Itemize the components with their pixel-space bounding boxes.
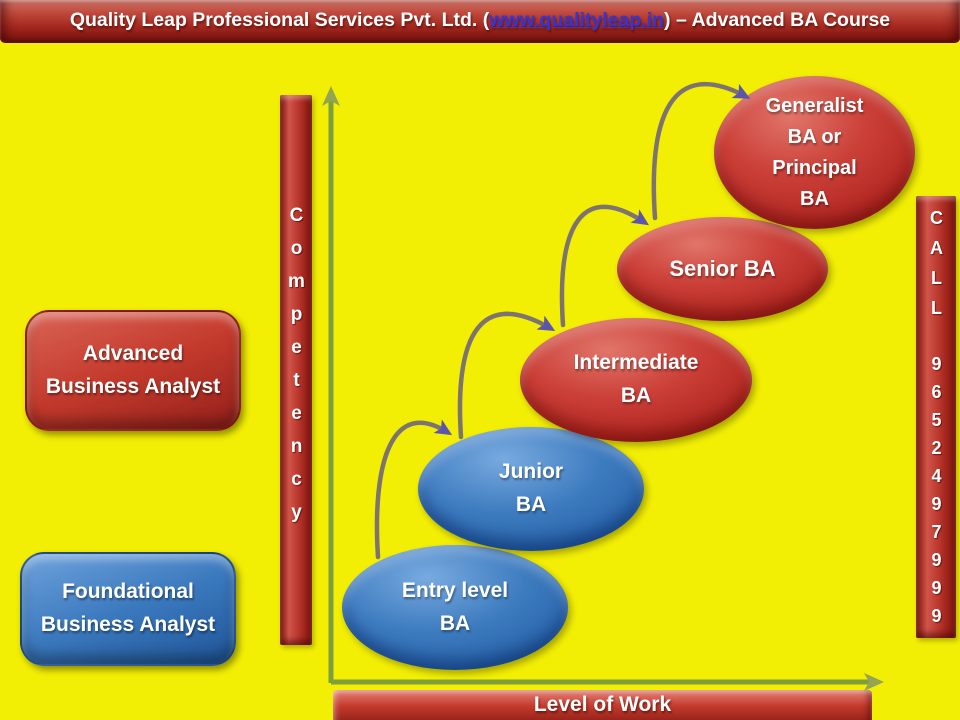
level-junior-ba: Junior BA xyxy=(418,427,644,551)
call-banner: CALL 9652497999 xyxy=(916,196,956,638)
advanced-ba-label: Advanced Business Analyst xyxy=(45,341,221,398)
website-link[interactable]: www.qualityleap.in xyxy=(489,8,665,31)
header-bar: Quality Leap Professional Services Pvt. … xyxy=(0,0,960,43)
competency-bar: Competency xyxy=(280,95,312,645)
level-junior-ba-label: Junior BA xyxy=(498,460,564,516)
level-entry-ba-label: Entry level BA xyxy=(401,578,509,635)
call-phone-number: 9652497999 xyxy=(926,354,947,634)
foundational-ba-label: Foundational Business Analyst xyxy=(40,580,216,636)
level-of-work-bar: Level of Work xyxy=(333,690,872,720)
header-title-suffix: ) – Advanced BA Course xyxy=(664,8,891,31)
level-intermediate-ba: Intermediate BA xyxy=(520,318,752,442)
level-intermediate-ba-label: Intermediate BA xyxy=(573,351,699,407)
level-entry-ba: Entry level BA xyxy=(342,545,568,670)
level-generalist-ba-label: Generalist BA or Principal BA xyxy=(765,94,864,210)
level-generalist-ba: Generalist BA or Principal BA xyxy=(714,76,915,229)
y-axis-label: Competency xyxy=(286,205,307,535)
level-senior-ba: Senior BA xyxy=(617,217,828,321)
call-word: CALL xyxy=(926,208,947,328)
header-title-prefix: Quality Leap Professional Services Pvt. … xyxy=(69,8,490,31)
foundational-ba-box: Foundational Business Analyst xyxy=(20,552,236,666)
x-axis-label: Level of Work xyxy=(533,693,672,716)
level-senior-ba-label: Senior BA xyxy=(669,255,776,281)
advanced-ba-box: Advanced Business Analyst xyxy=(25,310,241,431)
